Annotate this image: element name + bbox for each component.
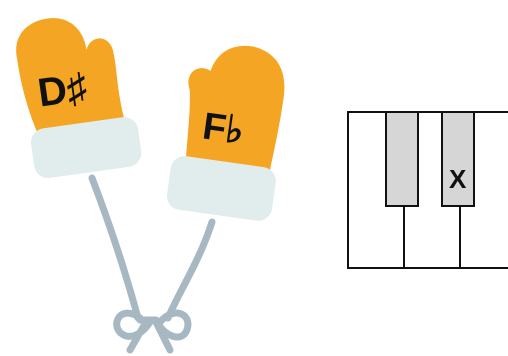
black-key-2-marked	[441, 111, 475, 207]
mitten-left: D♯	[16, 18, 142, 179]
mitten-right-body	[185, 45, 285, 176]
black-key-1	[385, 111, 419, 207]
mitten-right-cuff	[166, 156, 276, 221]
mitten-right-label: F♭	[200, 105, 247, 152]
mitten-right: F♭	[166, 45, 285, 221]
mitten-left-body	[16, 18, 125, 141]
mitten-left-label: D♯	[35, 65, 90, 115]
marked-key-label: X	[449, 164, 467, 194]
mitten-string	[88, 174, 216, 354]
piano-keyboard: X	[347, 111, 508, 269]
mitten-left-cuff	[31, 117, 142, 179]
